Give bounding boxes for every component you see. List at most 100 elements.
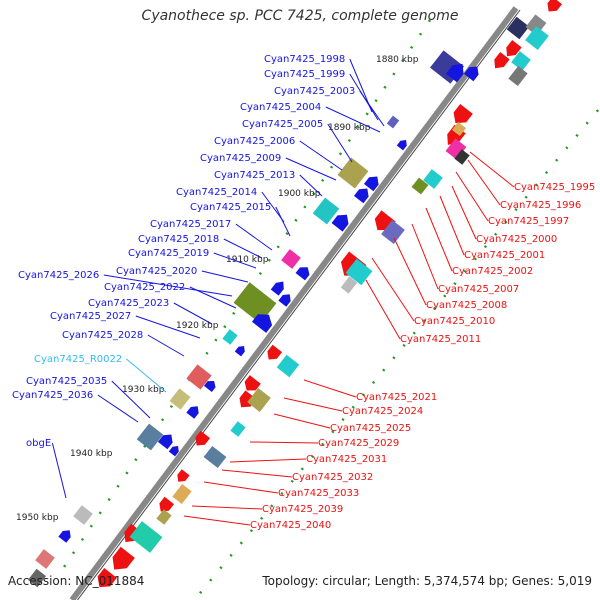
- gene-label-reverse: Cyan7425_1995: [514, 182, 595, 193]
- leader-line: [229, 458, 307, 463]
- leader-line: [393, 237, 427, 306]
- gene-block: [451, 121, 467, 137]
- gene-arrow: [270, 281, 284, 296]
- gene-arrow: [168, 446, 179, 457]
- leader-line: [303, 379, 357, 398]
- leader-line: [191, 505, 263, 510]
- gene-arrow: [445, 63, 464, 83]
- gene-label-forward: Cyan7425_2027: [50, 311, 131, 322]
- gene-arrow: [396, 140, 407, 151]
- gene-block: [337, 157, 369, 189]
- tick-label: 1930 kbp: [122, 385, 165, 395]
- tick-label: 1920 kbp: [176, 321, 219, 331]
- gene-block: [345, 258, 373, 286]
- topology-text: Topology: circular; Length: 5,374,574 bp…: [262, 574, 592, 588]
- gene-block: [73, 505, 93, 525]
- gene-arrow: [506, 40, 522, 57]
- leader-line: [411, 223, 439, 290]
- gene-block: [129, 521, 163, 553]
- leader-line: [299, 174, 323, 197]
- gene-label-forward: Cyan7425_2036: [12, 390, 93, 401]
- gene-block: [525, 14, 547, 36]
- gene-block: [172, 484, 192, 504]
- gene-arrow: [157, 434, 173, 450]
- gene-label-reverse: Cyan7425_2007: [438, 284, 519, 295]
- leader-line: [365, 279, 401, 340]
- tick-label: 1890 kbp: [328, 123, 371, 133]
- leader-line: [439, 195, 465, 256]
- label-leader-lines: [51, 58, 515, 526]
- gene-arrow: [463, 66, 479, 82]
- gene-block: [169, 388, 191, 410]
- leader-line: [451, 185, 477, 240]
- gene-label-reverse: Cyan7425_2032: [292, 472, 373, 483]
- map-title: Cyanothece sp. PCC 7425, complete genome: [141, 8, 459, 24]
- gene-arrow: [447, 124, 466, 145]
- gene-arrow: [295, 267, 310, 281]
- leader-line: [221, 469, 293, 478]
- leader-line: [455, 171, 489, 222]
- gene-block: [454, 149, 470, 165]
- leader-line: [273, 413, 331, 429]
- gene-label-forward: Cyan7425_2018: [138, 234, 219, 245]
- gene-arrow: [203, 381, 216, 393]
- gene-label-forward: Cyan7425_2014: [176, 187, 257, 198]
- gene-label-reverse: Cyan7425_2021: [356, 392, 437, 403]
- gene-arrow: [363, 176, 379, 192]
- gene-arrow: [251, 314, 273, 333]
- leader-line: [111, 380, 151, 419]
- gene-block: [203, 445, 227, 469]
- gene-label-reverse: Cyan7425_2010: [414, 316, 495, 327]
- gene-block: [386, 115, 400, 129]
- gene-block: [281, 249, 301, 269]
- leader-line: [327, 123, 353, 163]
- gene-label-forward: Cyan7425_2005: [242, 119, 323, 130]
- gene-block: [445, 138, 467, 160]
- gene-label-reverse: Cyan7425_2039: [262, 504, 343, 515]
- leader-line: [173, 302, 213, 325]
- gene-block: [508, 66, 528, 86]
- gene-label-forward: Cyan7425_2004: [240, 102, 321, 113]
- leader-line: [51, 442, 67, 499]
- gene-block: [511, 51, 531, 71]
- gene-label-reverse: Cyan7425_2031: [306, 454, 387, 465]
- gene-arrow: [195, 430, 211, 446]
- tick-label: 1880 kbp: [376, 55, 419, 65]
- gene-arrow: [244, 375, 261, 391]
- gene-block: [222, 329, 238, 345]
- gene-block: [525, 25, 549, 51]
- gene-block: [156, 509, 172, 525]
- gene-label-forward: Cyan7425_1998: [264, 54, 345, 65]
- gene-block: [186, 364, 212, 390]
- leader-line: [285, 157, 337, 181]
- gene-labels: Cyan7425_1998Cyan7425_1999Cyan7425_2003C…: [12, 54, 595, 531]
- gene-label-reverse: Cyan7425_2000: [476, 234, 557, 245]
- leader-line: [469, 151, 515, 188]
- gene-arrow: [278, 294, 291, 307]
- gene-label-forward: obgE: [26, 438, 51, 449]
- leader-line: [371, 257, 415, 322]
- gene-block: [27, 568, 47, 588]
- gene-block: [381, 219, 405, 245]
- gene-label-forward: Cyan7425_2009: [200, 153, 281, 164]
- gene-label-forward: Cyan7425_2035: [26, 376, 107, 387]
- leader-line: [425, 207, 453, 272]
- gene-label-forward: Cyan7425_2015: [190, 202, 271, 213]
- gene-label-forward: Cyan7425_2020: [116, 266, 197, 277]
- gene-arrow: [97, 567, 117, 588]
- leader-line: [183, 515, 251, 526]
- gene-label-forward: Cyan7425_R0022: [34, 354, 122, 365]
- gene-block: [312, 197, 340, 225]
- gene-label-forward: Cyan7425_2017: [150, 219, 231, 230]
- leader-line: [103, 274, 233, 297]
- gene-arrow: [112, 546, 135, 570]
- gene-label-reverse: Cyan7425_2033: [278, 488, 359, 499]
- gene-label-reverse: Cyan7425_1997: [488, 216, 569, 227]
- gene-label-forward: Cyan7425_2026: [18, 270, 99, 281]
- leader-line: [275, 206, 291, 237]
- leader-line: [213, 252, 257, 269]
- gene-block: [276, 354, 300, 378]
- gene-arrow: [234, 346, 245, 357]
- gene-label-reverse: Cyan7425_2040: [250, 520, 331, 531]
